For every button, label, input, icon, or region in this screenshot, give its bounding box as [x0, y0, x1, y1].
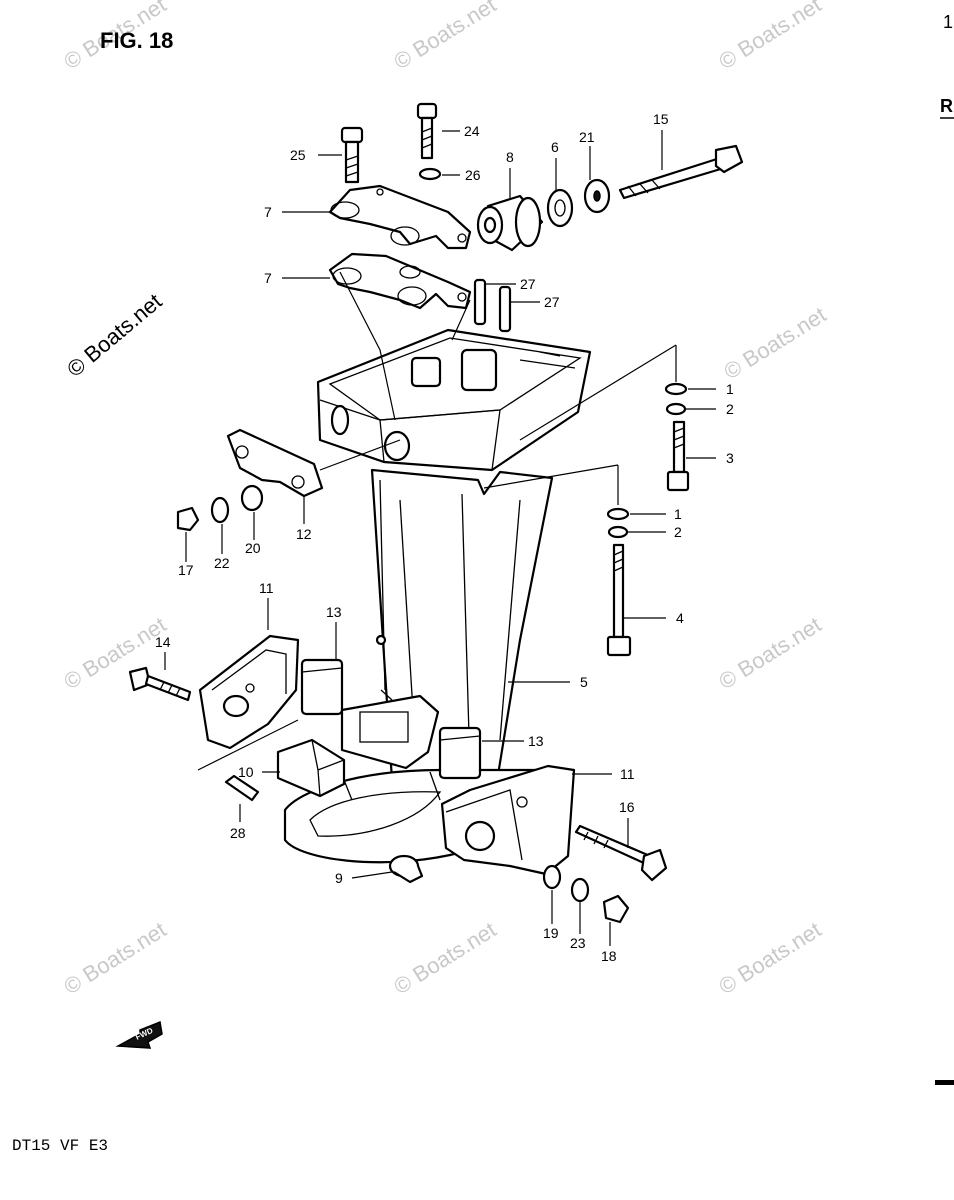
callout-11: 11: [259, 580, 274, 596]
bolt-25: [340, 126, 364, 184]
callout-27: 27: [544, 294, 560, 310]
rubber-cushion-10: [276, 738, 346, 798]
edge-mark: [935, 1080, 954, 1085]
dowel-pin-27: [473, 278, 512, 333]
callout-28: 28: [230, 825, 246, 841]
watermark: © Boats.net: [59, 917, 170, 999]
ground-plate-12: [226, 428, 324, 498]
callout-2: 2: [674, 524, 682, 540]
watermark: © Boats.net: [714, 0, 825, 74]
callout-1: 1: [674, 506, 682, 522]
collar-9: [388, 854, 424, 884]
callout-16: 16: [619, 799, 635, 815]
watermark: © Boats.net: [714, 612, 825, 694]
nut-17: [176, 506, 200, 532]
callout-7: 7: [264, 270, 272, 286]
washer-20: [240, 484, 264, 512]
edge-fragment: RI: [940, 96, 954, 116]
callout-17: 17: [178, 562, 194, 578]
lock-washer-22: [210, 496, 230, 524]
callout-10: 10: [238, 764, 254, 780]
rubber-block-13: [438, 726, 482, 780]
rubber-mount: [476, 194, 544, 252]
callout-3: 3: [726, 450, 734, 466]
lock-washer-2: [607, 525, 629, 539]
watermark: © Boats.net: [719, 302, 830, 384]
model-code-footer: DT15 VF E3: [12, 1137, 108, 1155]
callout-18: 18: [601, 948, 617, 964]
callout-8: 8: [506, 149, 514, 165]
leader-lines: [164, 130, 716, 946]
bolt-3: [666, 420, 690, 492]
long-bolt-15: [618, 144, 744, 200]
callout-20: 20: [245, 540, 261, 556]
bolt-16: [574, 824, 668, 882]
callout-6: 6: [551, 139, 559, 155]
dowel-pin-28: [224, 774, 260, 802]
lower-mount-bracket: [340, 694, 440, 770]
callout-numbers: 24 25 26 8 6 21 15 7 7 27 27 1 2 3 1 2 4…: [155, 111, 734, 964]
washer-26: [418, 167, 442, 181]
callout-11: 11: [620, 766, 635, 782]
nut-18: [602, 894, 630, 924]
lock-washer-23: [570, 877, 590, 903]
callout-22: 22: [214, 555, 230, 571]
washer-6: [546, 188, 574, 228]
callout-27: 27: [520, 276, 536, 292]
callout-15: 15: [653, 111, 669, 127]
callout-25: 25: [290, 147, 306, 163]
watermark: © Boats.net: [389, 917, 500, 999]
callout-12: 12: [296, 526, 312, 542]
edge-fragment: 1: [943, 12, 953, 32]
bolt-24: [416, 102, 438, 160]
figure-title: FIG. 18: [100, 28, 173, 53]
callout-4: 4: [676, 610, 684, 626]
watermark: © Boats.net: [389, 0, 500, 74]
callout-7: 7: [264, 204, 272, 220]
washer-21: [583, 178, 611, 214]
washer-19: [542, 864, 562, 890]
lower-mount-housing-right: [440, 764, 576, 876]
callout-5: 5: [580, 674, 588, 690]
washer-1: [606, 507, 630, 521]
upper-mount-bracket: [328, 184, 472, 250]
watermark-dark: © Boats.net: [62, 289, 166, 382]
upper-mount-bracket: [328, 252, 472, 310]
bolt-4: [606, 543, 632, 657]
callout-1: 1: [726, 381, 734, 397]
callout-19: 19: [543, 925, 559, 941]
callout-26: 26: [465, 167, 481, 183]
lower-mount-housing-left: [198, 634, 300, 750]
fwd-arrow-icon: FWD: [115, 1020, 163, 1049]
lock-washer-2: [665, 402, 687, 416]
callout-14: 14: [155, 634, 171, 650]
callout-21: 21: [579, 129, 595, 145]
callout-2: 2: [726, 401, 734, 417]
callout-9: 9: [335, 870, 343, 886]
bolt-14: [128, 666, 192, 702]
callout-13: 13: [326, 604, 342, 620]
washer-1: [664, 382, 688, 396]
watermark: © Boats.net: [714, 917, 825, 999]
callout-23: 23: [570, 935, 586, 951]
rubber-block-13: [300, 658, 344, 716]
callout-24: 24: [464, 123, 480, 139]
callout-13: 13: [528, 733, 544, 749]
